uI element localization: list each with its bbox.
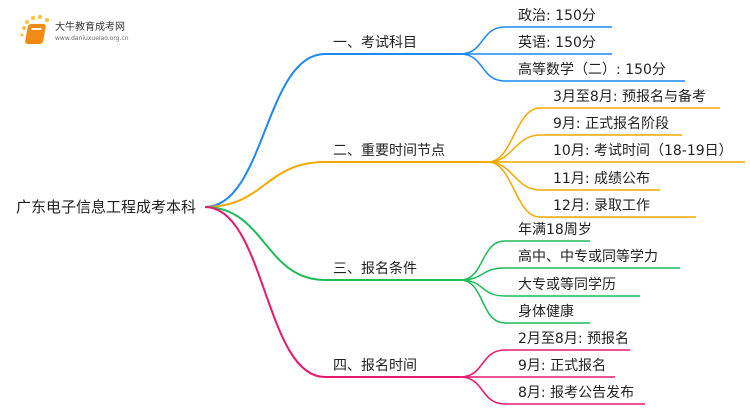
leaf-node: 政治: 150分 (518, 8, 596, 24)
leaf-node: 11月: 成绩公布 (553, 171, 650, 187)
leaf-node: 9月: 正式报名 (518, 358, 607, 374)
logo-title: 大牛教育成考网 (55, 22, 125, 33)
leaf-connector (459, 376, 645, 405)
branch-node: 三、报名条件 (333, 261, 417, 277)
leaf-node: 8月: 报考公告发布 (518, 385, 635, 401)
leaf-connector (487, 161, 660, 191)
leaf-node: 身体健康 (518, 304, 574, 320)
branch-connector (204, 161, 488, 208)
logo (18, 14, 58, 50)
leaf-node: 英语: 150分 (518, 35, 596, 51)
leaf-node: 10月: 考试时间（18-19日） (553, 143, 733, 159)
leaf-node: 高中、中专或同等学力 (518, 249, 658, 265)
branch-connector (204, 206, 460, 378)
branch-node: 二、重要时间节点 (333, 143, 445, 159)
leaf-node: 9月: 正式报名阶段 (553, 116, 670, 132)
leaf-connector (487, 107, 720, 163)
leaf-connector (487, 161, 696, 218)
leaf-connector (459, 279, 590, 324)
leaf-node: 2月至8月: 预报名 (518, 331, 629, 347)
leaf-node: 年满18周岁 (518, 222, 592, 238)
leaf-connector (487, 134, 682, 163)
leaf-connector (459, 26, 612, 55)
book-logo-icon (20, 15, 49, 44)
leaf-connector (459, 349, 630, 378)
leaf-node: 12月: 录取工作 (553, 198, 650, 214)
leaf-node: 高等数学（二）: 150分 (518, 62, 666, 78)
leaf-node: 3月至8月: 预报名与备考 (553, 89, 706, 105)
leaf-node: 大专或等同学历 (518, 277, 616, 293)
logo-url: www.daniuxueiao.org.cn (55, 35, 129, 42)
leaf-connector (459, 240, 590, 281)
branch-node: 四、报名时间 (333, 358, 417, 374)
branch-connector (204, 206, 460, 281)
leaf-connector (459, 279, 640, 297)
leaf-connector (459, 267, 680, 281)
root-node: 广东电子信息工程成考本科 (16, 198, 197, 216)
branch-connector (204, 53, 460, 208)
leaf-connector (459, 53, 685, 82)
branch-node: 一、考试科目 (333, 35, 417, 51)
